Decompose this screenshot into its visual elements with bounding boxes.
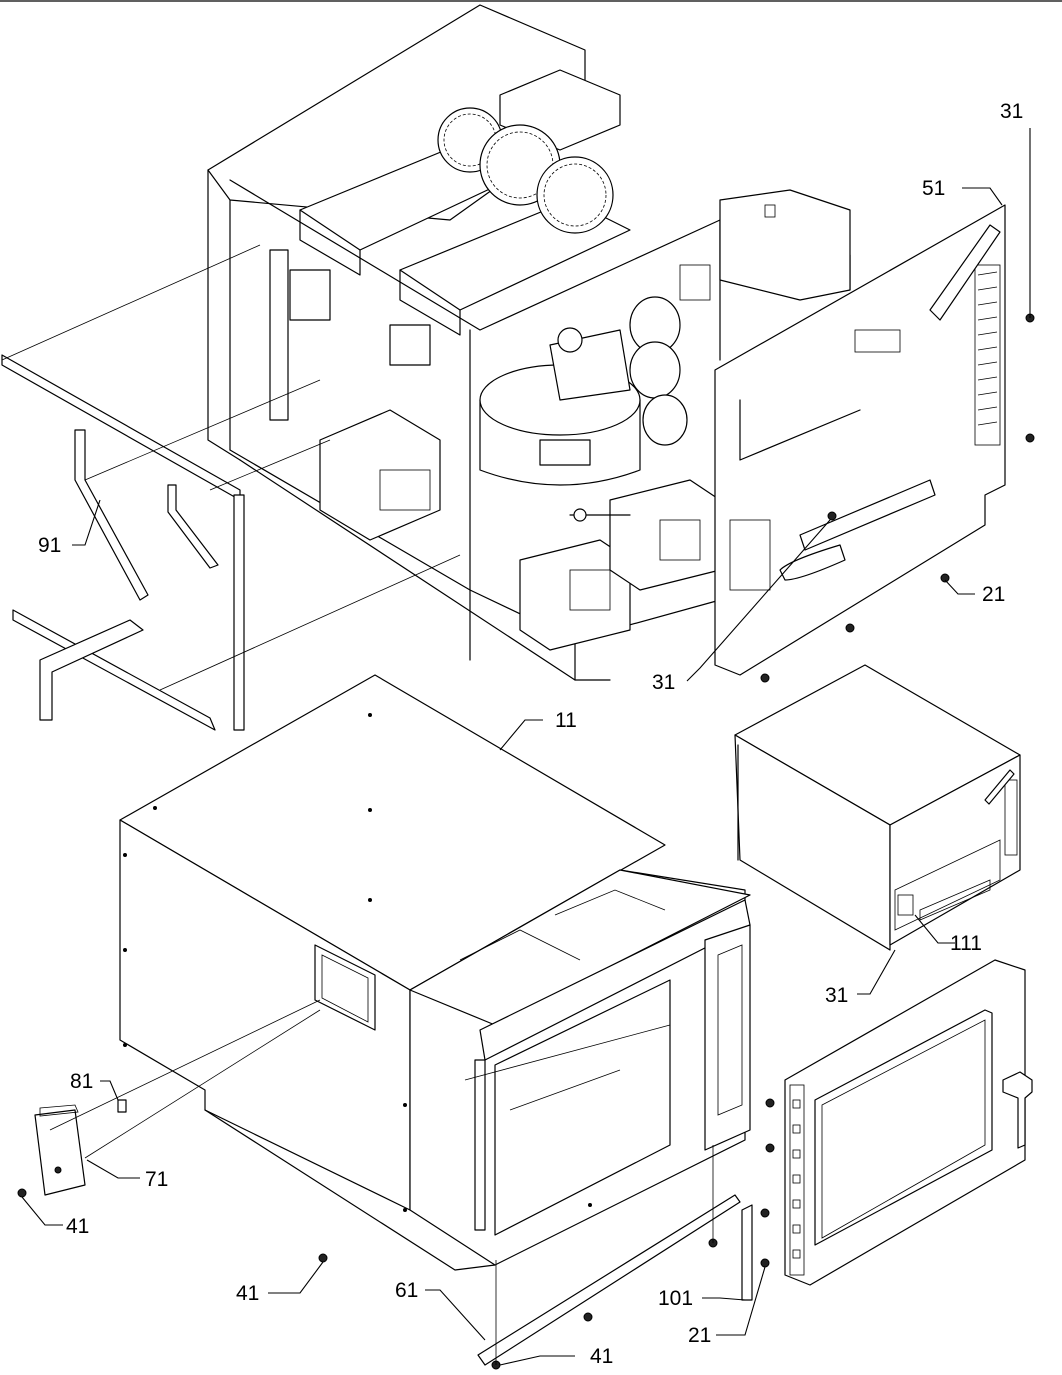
- screw-icon: [318, 1253, 328, 1263]
- callout-81: 81: [70, 1070, 93, 1093]
- callout-31-mid: 31: [652, 671, 675, 694]
- callout-41-left: 41: [66, 1215, 89, 1238]
- screw-icon: [760, 1208, 770, 1218]
- screw-icon: [940, 573, 950, 583]
- screw-icon: [827, 511, 837, 521]
- callout-61: 61: [395, 1279, 418, 1302]
- screw-icon: [765, 1143, 775, 1153]
- assembled-unit-view: [734, 664, 1021, 951]
- gear-icon: [536, 156, 614, 234]
- callout-91: 91: [38, 534, 61, 557]
- screws-upper: [760, 313, 1035, 683]
- callout-51: 51: [922, 177, 945, 200]
- callout-41-bottom: 41: [590, 1345, 613, 1368]
- screw-icon: [760, 673, 770, 683]
- callout-71: 71: [145, 1168, 168, 1191]
- screw-icon: [1025, 433, 1035, 443]
- screw-icon: [845, 623, 855, 633]
- screw-icon: [583, 1312, 593, 1322]
- callout-101: 101: [658, 1287, 693, 1310]
- side-panel-51: [714, 204, 1006, 676]
- trim-strip-61: [477, 1194, 741, 1366]
- oven-door-assembly: [784, 959, 1033, 1286]
- callout-41-mid: 41: [236, 1282, 259, 1305]
- callout-21-bottom: 21: [688, 1324, 711, 1347]
- door-gasket-101: [741, 1204, 753, 1301]
- callout-31-lower: 31: [825, 984, 848, 1007]
- callout-11: 11: [555, 709, 577, 732]
- part-81: [117, 1099, 127, 1113]
- screw-icon: [760, 1258, 770, 1268]
- callout-21-top: 21: [982, 583, 1005, 606]
- callout-31-top: 31: [1000, 100, 1023, 123]
- screw-icon: [17, 1188, 27, 1198]
- door-seal-strips-91: [1, 244, 461, 731]
- callout-labels: 31 51 21 31 91 11 111 31 81 71 41 41 61 …: [38, 100, 1023, 1368]
- callout-111: 111: [950, 932, 982, 955]
- screws-lower: [17, 1098, 775, 1370]
- screw-icon: [765, 1098, 775, 1108]
- internal-chassis-assembly: [207, 4, 851, 681]
- outer-cabinet-11: [119, 674, 751, 1271]
- leader-lines: [21, 128, 1031, 1366]
- access-cover-71: [34, 999, 321, 1196]
